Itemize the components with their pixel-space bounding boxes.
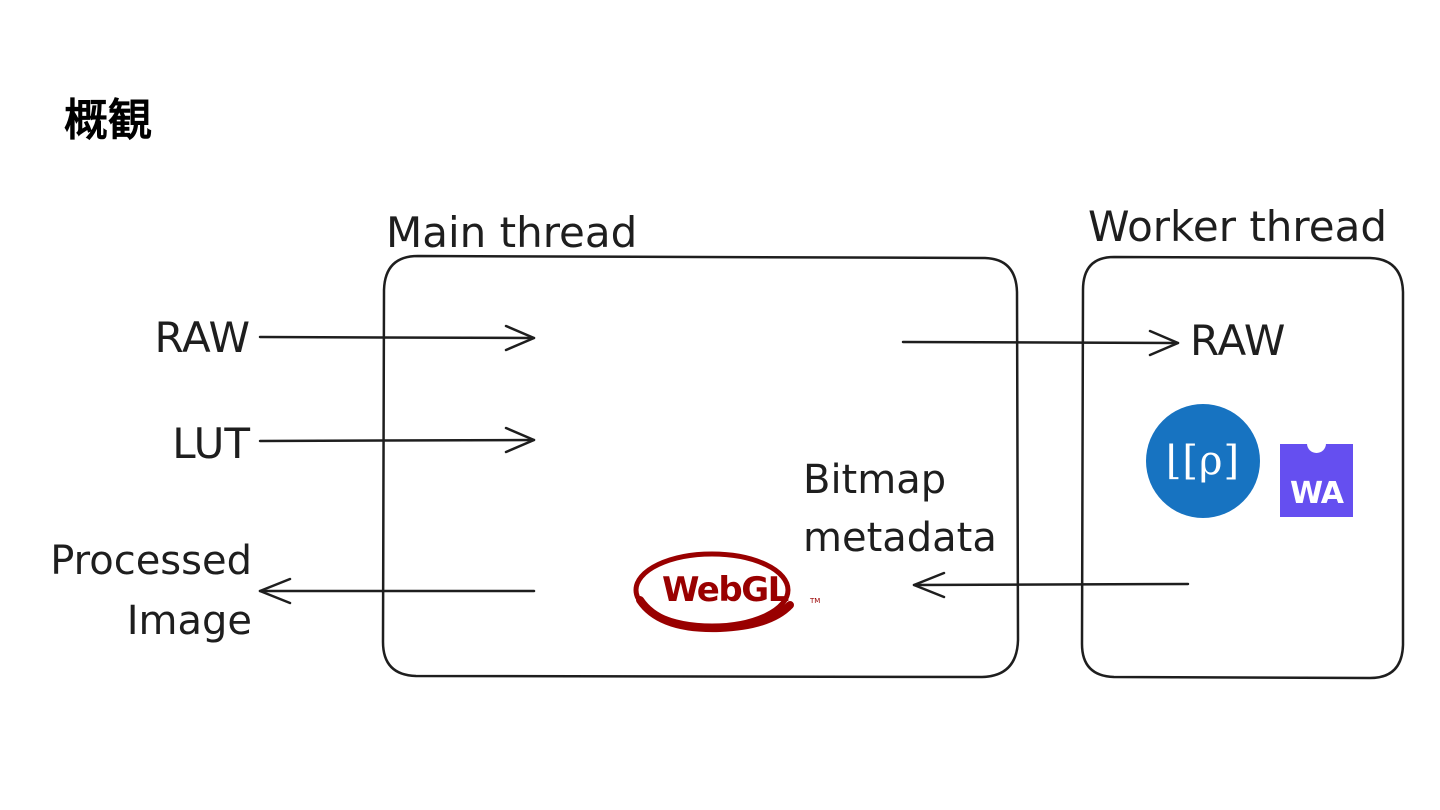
worker-thread-label: Worker thread	[1088, 202, 1387, 251]
worker-thread-box	[1080, 255, 1405, 680]
lut-input-label: LUT	[172, 419, 250, 468]
bitmap-label: Bitmap	[803, 457, 947, 503]
bitmap-return-arrow	[912, 571, 1190, 599]
webgl-logo-text: WebGL	[662, 570, 789, 610]
librawasm-logo-icon: ⌊[ρ]	[1146, 404, 1260, 518]
raw-to-worker-arrow	[901, 329, 1180, 357]
lut-input-arrow	[258, 426, 536, 454]
wasm-logo-text: WA	[1290, 476, 1344, 511]
webgl-logo-swoosh	[633, 551, 794, 633]
webgl-trademark: TM	[810, 597, 821, 605]
webassembly-logo-icon: WA	[1280, 443, 1353, 517]
raw-input-arrow	[258, 324, 536, 352]
output-arrow	[258, 577, 536, 605]
librawasm-mark: ⌊[ρ]	[1165, 438, 1241, 484]
slide-title: 概観	[64, 95, 152, 146]
processed-label: Processed	[50, 538, 252, 584]
metadata-label: metadata	[803, 515, 997, 561]
wasm-notch	[1307, 443, 1326, 453]
raw-input-label: RAW	[154, 313, 250, 362]
worker-raw-label: RAW	[1190, 316, 1286, 365]
main-thread-label: Main thread	[386, 208, 638, 257]
image-label: Image	[126, 598, 252, 644]
main-thread-box	[381, 254, 1020, 679]
